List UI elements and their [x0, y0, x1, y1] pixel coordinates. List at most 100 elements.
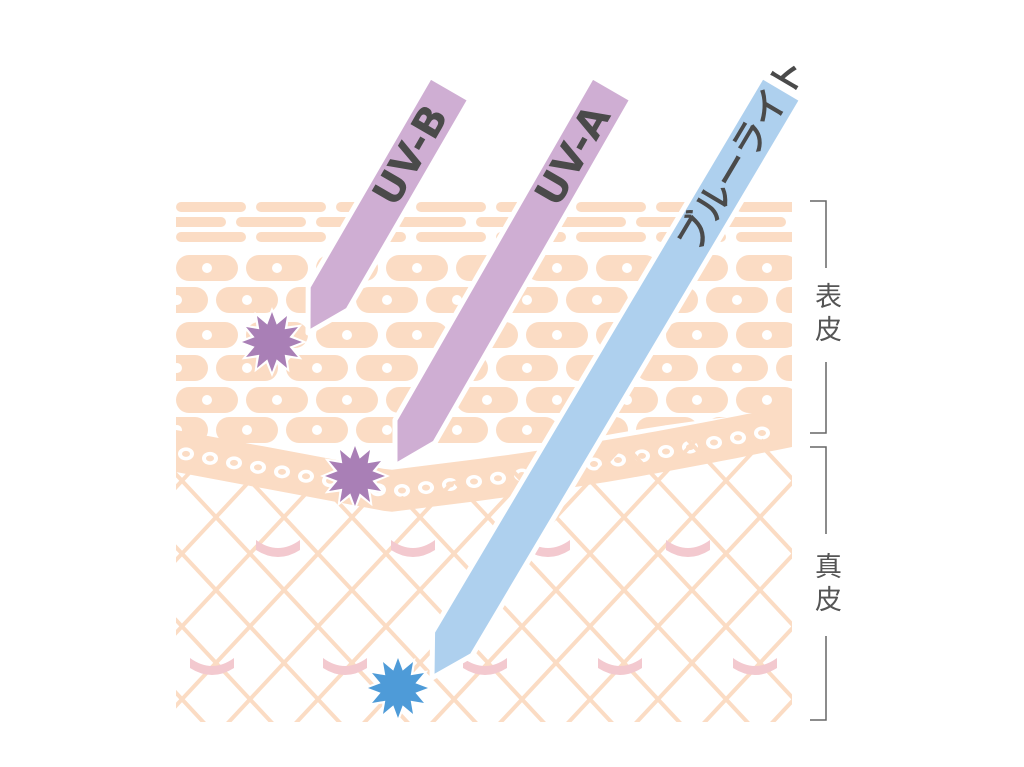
fibroblast: [323, 658, 367, 675]
basal-nucleus: [710, 439, 718, 446]
basal-nucleus: [758, 430, 766, 437]
cell-nucleus: [522, 425, 532, 435]
collagen-fiber: [686, 438, 792, 722]
collagen-fiber: [550, 438, 792, 722]
collagen-fiber: [414, 438, 698, 722]
stratum-corneum-cell: [416, 202, 486, 212]
epidermal-cell: [776, 355, 792, 381]
collagen-fiber: [686, 438, 792, 722]
cell-nucleus: [522, 295, 532, 305]
stratum-corneum-cell: [176, 202, 246, 212]
basal-nucleus: [398, 487, 406, 494]
stratum-corneum-cell: [396, 217, 466, 227]
collagen-fiber: [176, 438, 358, 722]
cell-nucleus: [732, 363, 742, 373]
ray-uvb-label: UV-B: [364, 97, 458, 213]
basal-nucleus: [278, 468, 286, 475]
collagen-fiber: [892, 440, 1024, 740]
stratum-corneum-cell: [176, 232, 246, 242]
cell-nucleus: [176, 295, 182, 305]
cell-nucleus: [412, 330, 422, 340]
basal-nucleus: [494, 475, 502, 482]
collagen-fiber: [278, 438, 562, 722]
collagen-fiber: [0, 440, 84, 740]
cell-nucleus: [762, 395, 772, 405]
cell-nucleus: [552, 395, 562, 405]
cell-nucleus: [832, 263, 842, 273]
burst-uva: [325, 446, 385, 506]
collagen-fiber: [0, 440, 152, 740]
collagen-fiber: [482, 438, 766, 722]
cell-nucleus: [762, 330, 772, 340]
cell-nucleus: [482, 395, 492, 405]
cell-nucleus: [382, 425, 392, 435]
stratum-corneum-cell: [736, 232, 792, 242]
cell-nucleus: [662, 363, 672, 373]
cell-nucleus: [272, 395, 282, 405]
fibroblast: [666, 540, 710, 557]
basal-nucleus: [638, 452, 646, 459]
stratum-corneum-cell: [256, 232, 326, 242]
epidermal-cell: [806, 255, 868, 281]
fibroblast: [463, 658, 507, 675]
ray-uva-shaft: [392, 74, 635, 469]
basal-nucleus: [662, 448, 670, 455]
basal-nucleus: [182, 450, 190, 457]
basal-nucleus: [302, 473, 310, 480]
collagen-fiber: [960, 440, 1024, 740]
burst-blue: [368, 658, 428, 718]
collagen-fiber: [0, 440, 84, 740]
basal-nucleus: [614, 457, 622, 464]
stratum-corneum-cell: [796, 217, 866, 227]
epidermal-cell: [806, 387, 868, 413]
fibroblast: [733, 658, 777, 675]
ray-blue-label: ブルーライト: [669, 51, 815, 258]
cell-nucleus: [242, 425, 252, 435]
collagen-fiber: [824, 440, 1024, 740]
cell-nucleus: [732, 295, 742, 305]
cell-nucleus: [622, 263, 632, 273]
fibroblast: [598, 658, 642, 675]
collagen-fiber: [0, 440, 152, 740]
collagen-fiber: [210, 438, 494, 722]
cell-nucleus: [452, 425, 462, 435]
basal-nucleus: [230, 459, 238, 466]
epidermis-bracket: [810, 200, 827, 434]
fibroblast: [526, 540, 570, 557]
cell-nucleus: [552, 330, 562, 340]
fibroblast: [391, 540, 435, 557]
collagen-fiber: [824, 440, 1024, 740]
bursts: [237, 307, 433, 723]
cell-nucleus: [802, 363, 812, 373]
cell-nucleus: [382, 295, 392, 305]
dermis-label: 真皮: [810, 552, 841, 618]
cell-nucleus: [552, 263, 562, 273]
stratum-corneum-cell: [556, 217, 626, 227]
cell-nucleus: [342, 395, 352, 405]
basal-nucleus: [734, 434, 742, 441]
cell-nucleus: [242, 363, 252, 373]
basal-nucleus: [422, 484, 430, 491]
collagen-fiber: [754, 438, 792, 722]
fibroblast: [256, 540, 300, 557]
collagen-fiber: [0, 440, 16, 740]
basal-nucleus: [254, 464, 262, 471]
cell-nucleus: [202, 263, 212, 273]
cell-nucleus: [832, 395, 842, 405]
cell-nucleus: [412, 263, 422, 273]
stratum-corneum-cell: [576, 232, 646, 242]
collagen-fiber: [892, 440, 1024, 740]
fibroblast: [190, 658, 234, 675]
collagen-fiber: [176, 438, 290, 722]
basal-nucleus: [206, 455, 214, 462]
cell-nucleus: [272, 263, 282, 273]
cell-nucleus: [452, 295, 462, 305]
ray-blue-shaft: [429, 73, 805, 681]
cell-nucleus: [382, 363, 392, 373]
dermis-bracket: [810, 446, 827, 721]
cell-nucleus: [592, 295, 602, 305]
cell-nucleus: [342, 330, 352, 340]
cell-nucleus: [202, 330, 212, 340]
